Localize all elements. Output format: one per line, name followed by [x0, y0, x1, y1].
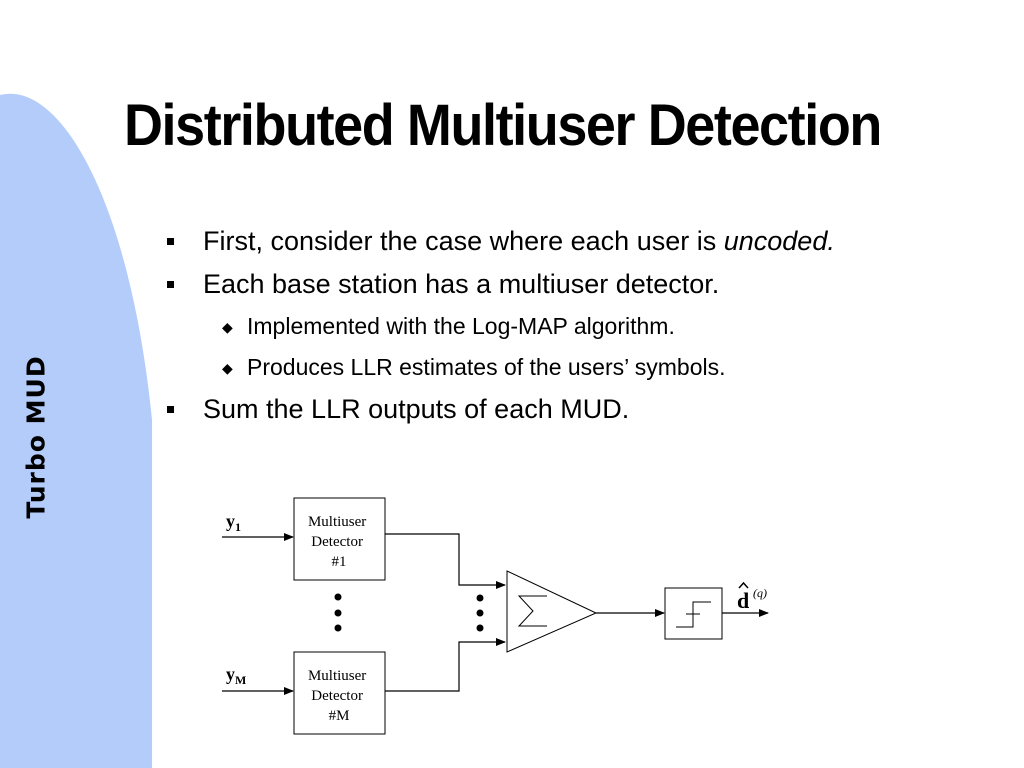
bullet-item: Each base station has a multiuser detect… — [162, 263, 1002, 306]
diamond-bullet-icon: ◆ — [222, 319, 233, 335]
summer-input-ellipsis — [476, 594, 484, 632]
input-1-label: y1 — [226, 511, 241, 534]
summer-block — [506, 570, 598, 653]
output-label: d — [737, 588, 749, 613]
bullet-text: First, consider the case where each user… — [203, 226, 724, 256]
input-m-label: yM — [226, 664, 246, 687]
step-function-icon — [676, 601, 711, 628]
square-bullet-icon — [167, 281, 174, 288]
detector-1-output-line — [385, 533, 506, 589]
detector-1-label: Multiuser Detector #1 — [308, 514, 370, 570]
detector-1-box — [293, 497, 386, 581]
detector-m-label: Multiuser Detector #M — [308, 668, 370, 724]
sub-bullet-text: Implemented with the Log-MAP algorithm. — [247, 313, 675, 339]
sub-bullet-text: Produces LLR estimates of the users’ sym… — [247, 354, 726, 380]
bullet-item: First, consider the case where each user… — [162, 220, 1002, 263]
bullet-emphasis: uncoded. — [723, 226, 835, 256]
output-superscript: (q) — [753, 586, 767, 600]
detector-m-output-line — [385, 638, 506, 692]
detector-m-box — [293, 651, 386, 735]
detector-ellipsis — [334, 593, 342, 632]
square-bullet-icon — [167, 406, 174, 413]
bullet-list: First, consider the case where each user… — [162, 220, 1002, 431]
side-band-decoration — [0, 93, 152, 768]
sigma-icon — [517, 595, 547, 627]
sub-bullet-item: ◆ Implemented with the Log-MAP algorithm… — [162, 306, 1002, 347]
bullet-item: Sum the LLR outputs of each MUD. — [162, 388, 1002, 431]
sub-bullet-item: ◆ Produces LLR estimates of the users’ s… — [162, 347, 1002, 388]
bullet-text: Sum the LLR outputs of each MUD. — [203, 394, 630, 424]
slide-title: Distributed Multiuser Detection — [124, 93, 882, 158]
hat-mark — [738, 581, 749, 589]
square-bullet-icon — [167, 238, 174, 245]
diamond-bullet-icon: ◆ — [222, 360, 233, 376]
bullet-text: Each base station has a multiuser detect… — [203, 269, 720, 299]
